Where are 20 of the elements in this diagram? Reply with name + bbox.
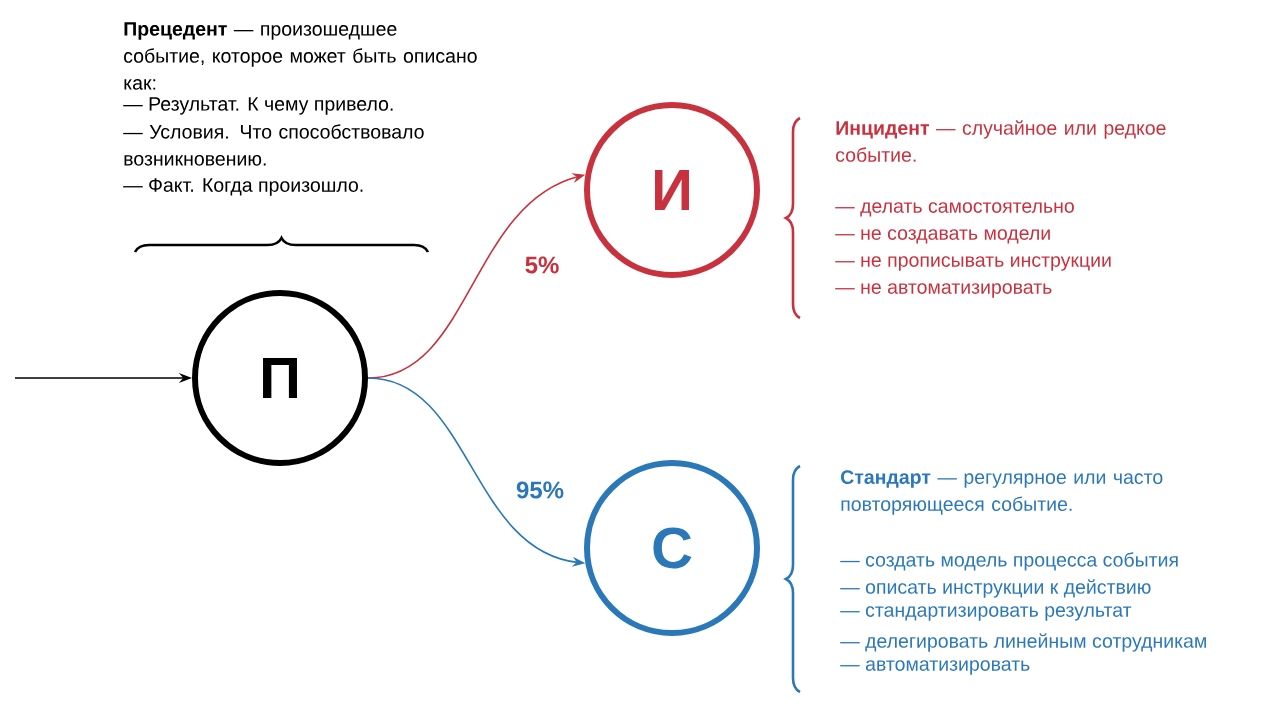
- list-item: — Факт. Когда произошло.: [123, 178, 363, 196]
- definition-text: Прецедент — произошедшее событие, которое может быть описано как:: [124, 22, 477, 90]
- list-item: — описать инструкции к действию: [840, 579, 1151, 598]
- definition-text: Стандарт — регулярное или часто повторяющееся событие.: [841, 470, 1163, 515]
- list-item: — автоматизировать: [840, 660, 1030, 675]
- list-item: — делегировать линейным сотрудникам: [840, 633, 1206, 652]
- list-item: — стандартизировать результат: [840, 606, 1132, 621]
- list-item: — делать самостоятельно: [835, 202, 1074, 217]
- list-item: — Результат. К чему привело.: [123, 97, 393, 115]
- circle-node: П: [192, 290, 368, 466]
- list-item: — не прописывать инструкции: [835, 256, 1111, 271]
- list-item: — не создавать модели: [835, 229, 1050, 244]
- circle-node: И: [584, 102, 760, 278]
- edge-label: 95%: [515, 480, 565, 500]
- definition-text: — Условия. Что способствовало возникновению.: [123, 124, 424, 166]
- list-item: — не автоматизировать: [835, 283, 1052, 298]
- list-item: — создать модель процесса события: [840, 552, 1178, 571]
- edge-label: 5%: [523, 255, 561, 275]
- definition-text: Инцидент — случайное или редкое событие.: [836, 120, 1166, 162]
- circle-node: С: [584, 460, 760, 636]
